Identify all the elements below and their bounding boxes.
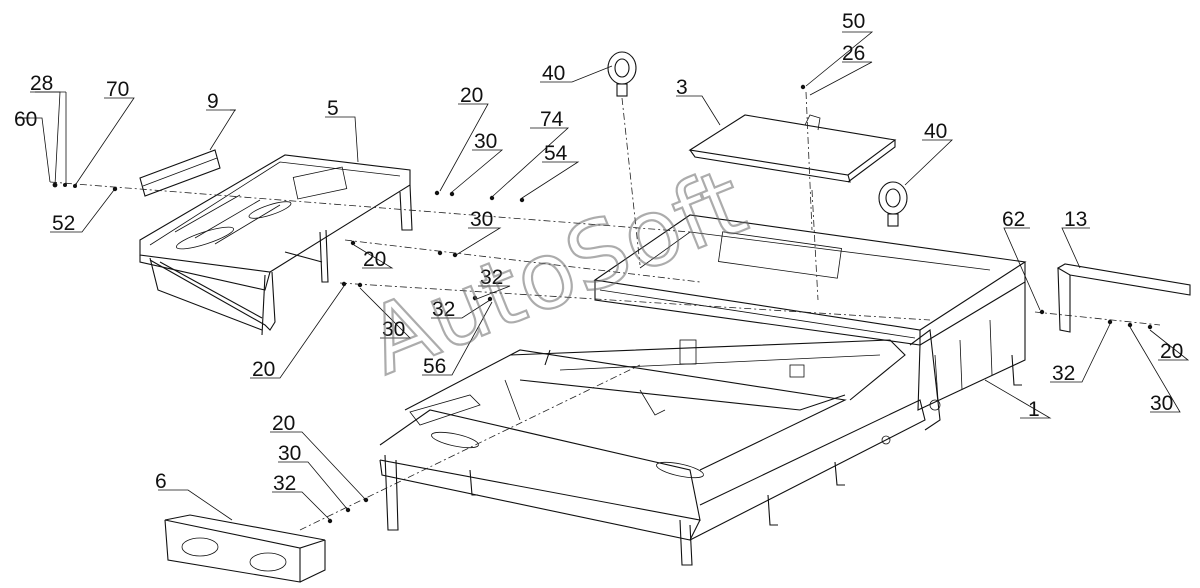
callout-20-b: 20 — [363, 248, 386, 271]
callout-30-b: 30 — [470, 208, 493, 231]
callout-labels: 1 3 5 6 9 13 20 20 20 20 20 26 28 30 30 … — [14, 10, 1183, 495]
callout-3: 3 — [676, 76, 688, 99]
callout-32-d: 32 — [1052, 362, 1075, 385]
callout-32-a: 32 — [480, 266, 503, 289]
callout-6: 6 — [155, 470, 167, 493]
callout-26: 26 — [842, 42, 865, 65]
callout-20-a: 20 — [460, 84, 483, 107]
part-6-step — [164, 514, 326, 583]
callout-60: 60 — [14, 108, 37, 131]
callout-1: 1 — [1028, 398, 1040, 421]
callout-13: 13 — [1064, 208, 1087, 231]
callout-30-c: 30 — [382, 318, 405, 341]
callout-40-a: 40 — [542, 62, 565, 85]
callout-30-a: 30 — [474, 130, 497, 153]
callout-20-e: 20 — [1160, 340, 1183, 363]
part-40-eyebolt-a — [607, 51, 637, 97]
callout-30-d: 30 — [278, 442, 301, 465]
leader-lines — [16, 31, 1190, 521]
callout-9: 9 — [207, 90, 219, 113]
callout-62: 62 — [1002, 208, 1025, 231]
callout-32-c: 32 — [273, 472, 296, 495]
callout-5: 5 — [327, 97, 339, 120]
callout-28: 28 — [30, 72, 53, 95]
callout-74: 74 — [540, 108, 564, 131]
part-13-bracket — [1056, 263, 1191, 333]
assembly-axes — [49, 91, 1161, 531]
callout-40-b: 40 — [924, 120, 947, 143]
part-3-cover — [688, 114, 897, 183]
part-1-frame — [379, 214, 1027, 566]
callout-20-c: 20 — [252, 358, 275, 381]
part-40-eyebolt-b — [878, 181, 908, 227]
part-9-plate — [139, 149, 221, 197]
callout-56: 56 — [423, 355, 446, 378]
callout-50: 50 — [842, 10, 865, 33]
part-5-platform — [139, 154, 413, 336]
callout-52: 52 — [52, 212, 75, 235]
callout-54: 54 — [544, 142, 568, 165]
watermark: AutoSoft — [353, 148, 759, 395]
callout-30-e: 30 — [1150, 392, 1173, 415]
callout-20-d: 20 — [272, 412, 295, 435]
callout-32-b: 32 — [432, 298, 455, 321]
callout-70: 70 — [106, 78, 129, 101]
